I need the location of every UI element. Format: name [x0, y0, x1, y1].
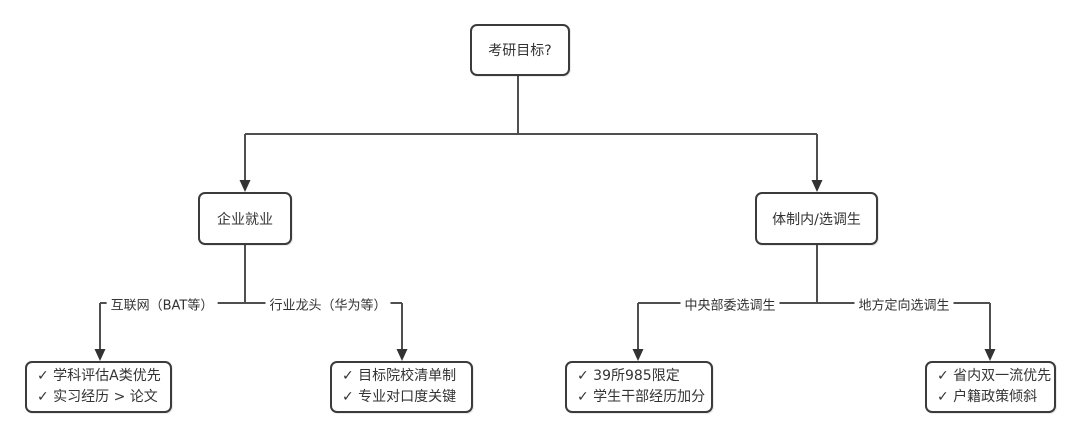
arrowheads — [94, 180, 996, 361]
arrowhead-node-l2b — [811, 180, 823, 192]
leaf-line: ✓ 学生干部经历加分 — [577, 389, 706, 405]
branch-label-internet-bat: 互联网（BAT等） — [106, 294, 218, 314]
leaf-line: ✓ 39所985限定 — [577, 368, 680, 384]
arrowhead-leaf-3 — [632, 349, 644, 361]
node-kaoyan-goal: 考研目标? — [470, 24, 570, 76]
branch-label-central-ministry-xuandiao: 中央部委选调生 — [680, 294, 780, 314]
arrowhead-leaf-2 — [396, 349, 408, 361]
branch-label-industry-leader-huawei: 行业龙头（华为等） — [265, 294, 391, 314]
leaf-discipline-evaluation: ✓ 学科评估A类优先 ✓ 实习经历 > 论文 — [25, 361, 172, 413]
leaf-line: ✓ 专业对口度关键 — [342, 389, 457, 405]
leaf-target-school-list: ✓ 目标院校清单制 ✓ 专业对口度关键 — [330, 361, 473, 413]
node-label: 考研目标? — [488, 43, 552, 59]
leaf-line: ✓ 实习经历 > 论文 — [37, 389, 158, 405]
leaf-985-limit: ✓ 39所985限定 ✓ 学生干部经历加分 — [565, 361, 713, 413]
node-civil-service-xuandiao: 体制内/选调生 — [755, 192, 878, 245]
arrowhead-leaf-1 — [94, 349, 106, 361]
arrowhead-leaf-4 — [984, 349, 996, 361]
node-enterprise-employment: 企业就业 — [198, 192, 292, 245]
arrowhead-node-l2a — [239, 180, 251, 192]
node-label: 体制内/选调生 — [772, 211, 861, 228]
leaf-provincial-double-first-class: ✓ 省内双一流优先 ✓ 户籍政策倾斜 — [925, 361, 1056, 413]
branch-label-local-targeted-xuandiao: 地方定向选调生 — [854, 294, 954, 314]
leaf-line: ✓ 省内双一流优先 — [937, 368, 1052, 384]
branch-label-text: 地方定向选调生 — [858, 298, 950, 314]
leaf-line: ✓ 学科评估A类优先 — [37, 368, 161, 384]
node-label: 企业就业 — [217, 211, 273, 228]
branch-label-text: 行业龙头（华为等） — [269, 298, 387, 314]
leaf-line: ✓ 目标院校清单制 — [342, 368, 457, 384]
leaf-line: ✓ 户籍政策倾斜 — [937, 389, 1038, 405]
branch-label-text: 中央部委选调生 — [684, 298, 776, 314]
branch-label-text: 互联网（BAT等） — [110, 298, 214, 314]
